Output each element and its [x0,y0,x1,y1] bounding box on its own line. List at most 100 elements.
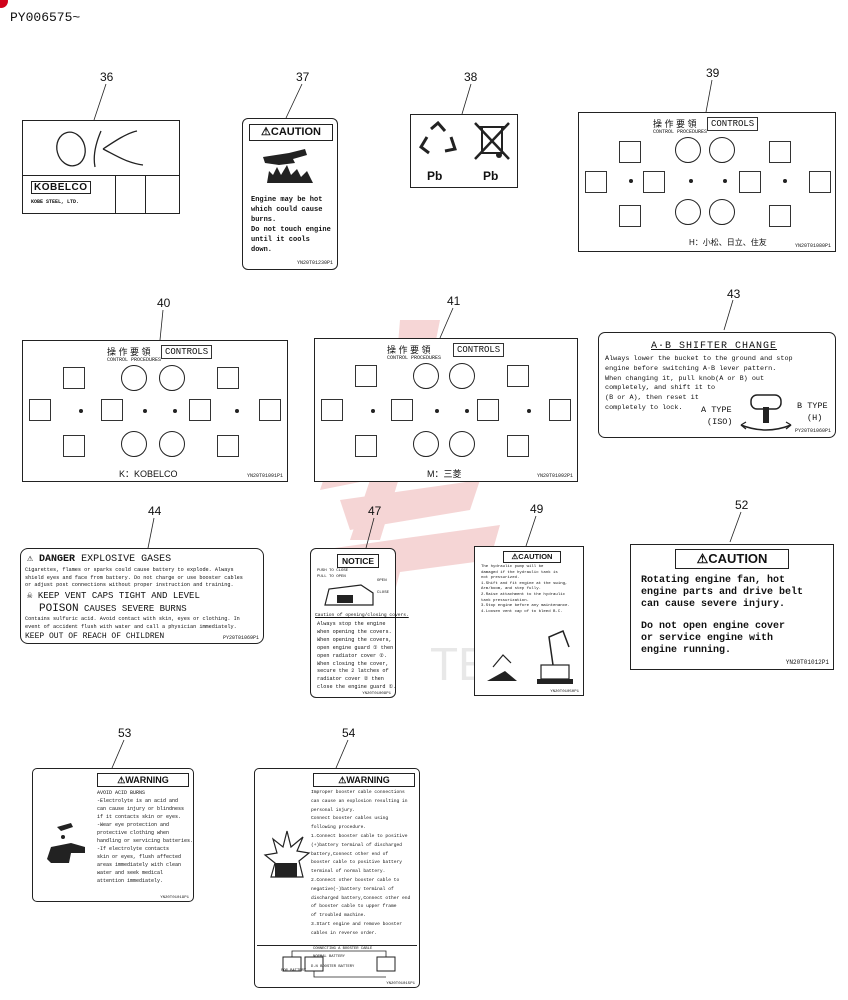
poison-line: POISON CAUSES SEVERE BURNS [39,603,187,615]
decal-44: ⚠ DANGER EXPLOSIVE GASES Cigarettes, fla… [20,548,264,644]
pull-label: PULL TO OPEN [317,575,346,579]
part-number: YN20T01092P1 [536,473,573,479]
d47-subtitle: Caution of opening/closing covers. [315,613,409,618]
header-code: PY006575~ [10,10,81,25]
warning-triangle-icon: ⚠ [261,126,271,138]
decal-54: ⚠WARNING Improper booster cable connecti… [254,768,420,988]
d54-text: Improper booster cable connections can c… [311,790,411,936]
diag-title: CONNECTING A BOOSTER CABLE [313,947,373,951]
decal-43: A·B SHIFTER CHANGE Always lower the buck… [598,332,836,438]
decal-37: ⚠CAUTION Engine may be hot which could c… [242,118,338,270]
control-procedures: CONTROL PROCEDURES [653,129,708,135]
warning-triangle-icon: ⚠ [117,775,126,785]
explosion-icon [263,830,311,878]
callout-52: 52 [735,498,749,512]
d43-text: Always lower the bucket to the ground an… [605,355,793,412]
warning-triangle-icon: ⚠ [338,775,347,785]
control-procedures: CONTROL PROCEDURES [107,357,162,363]
battery-diagram-icon [282,950,396,978]
danger-title: ⚠ DANGER EXPLOSIVE GASES [27,554,172,565]
callout-40: 40 [157,296,171,310]
pb-left: Pb [427,169,443,183]
ok-script-logo [56,130,144,168]
d44-p1: Cigarettes, flames or sparks could cause… [25,567,243,589]
warning-header: ⚠WARNING [97,773,189,787]
warning-triangle-icon: ⚠ [27,554,34,565]
callout-37: 37 [296,70,310,84]
kanji-title: 操 作 要 領 [653,119,697,129]
recycle-icon [419,121,457,155]
decal-52: ⚠CAUTION Rotating engine fan, hot engine… [630,544,834,670]
d52-l1: Rotating engine fan, hot engine parts an… [641,575,804,610]
shifter-knob-icon [740,394,792,431]
close-label: CLOSE [377,591,390,595]
pattern-label: H：小松、日立、住友 [689,238,767,247]
keep-vent: ☠ KEEP VENT CAPS TIGHT AND LEVEL [27,591,200,601]
d52-l2: Do not open engine cover or service engi… [641,621,786,656]
callout-53: 53 [118,726,132,740]
b-type: B TYPE [797,401,828,411]
part-number: YN20T01015P1 [386,982,415,986]
controls-title: CONTROLS [707,117,759,131]
part-number: YN20T01050P1 [550,690,579,694]
push-label: PUSH TO CLOSE [317,569,349,573]
callout-44: 44 [148,504,162,518]
warning-triangle-icon: ⚠ [511,552,519,561]
decal-41: 操 作 要 領 CONTROLS CONTROL PROCEDURES M：三菱… [314,338,578,482]
controls-title: CONTROLS [161,345,213,359]
decal-39: 操 作 要 領 CONTROLS CONTROL PROCEDURES H：小松… [578,112,836,252]
warning-header: ⚠WARNING [313,773,415,787]
decal-47: NOTICE PUSH TO CLOSE PULL TO OPEN OPEN C… [310,548,409,698]
caution-header: ⚠CAUTION [249,124,333,141]
callout-43: 43 [727,287,741,301]
pattern-label: M：三菱 [427,469,462,479]
excavator-diagram-icon [487,630,573,684]
decal-49: ⚠CAUTION The hydraulic pump will be dama… [474,546,584,696]
part-number: PY20T01060P1 [794,428,831,434]
part-number: YN20T01091P1 [246,473,283,479]
controls-title: CONTROLS [453,343,505,357]
callout-38: 38 [464,70,478,84]
shifter-title: A·B SHIFTER CHANGE [651,341,778,352]
open-label: OPEN [377,579,387,583]
kanji-title: 操 作 要 領 [387,345,431,355]
decal-53: ⚠WARNING AVOID ACID BURNS -Electrolyte i… [32,768,194,902]
part-number: YN20T01230P1 [296,260,333,266]
decal-36: KOBELCO KOBE STEEL, LTD. [22,120,180,214]
caution-header: ⚠CAUTION [503,551,561,563]
callout-39: 39 [706,66,720,80]
d49-text: The hydraulic pump will be damaged if th… [481,565,570,614]
a-type: A TYPE [701,405,732,415]
d44-p2: Contains sulfuric acid. Avoid contact wi… [25,616,240,630]
a-type-sub: (ISO) [707,417,733,427]
kanji-title: 操 作 要 領 [107,347,151,357]
callout-41: 41 [447,294,461,308]
decal-40: 操 作 要 領 CONTROLS CONTROL PROCEDURES K：KO… [22,340,288,482]
crossed-bin-icon [474,122,510,160]
skull-icon: ☠ [27,591,33,601]
engine-cover-icon [324,584,374,606]
acid-burn-hand-icon [47,823,85,863]
part-number: YN20T01080P1 [794,243,831,249]
kobelco-brand: KOBELCO [31,181,91,194]
pattern-label: K：KOBELCO [119,469,178,479]
part-number: YN20T01009P1 [362,692,391,696]
callout-47: 47 [368,504,382,518]
part-number: YN20T01019P1 [160,896,189,900]
decal-38: Pb Pb [410,114,518,188]
callout-36: 36 [100,70,114,84]
b-type-sub: (H) [807,413,823,423]
notice-header: NOTICE [337,554,379,568]
callout-49: 49 [530,502,544,516]
diag-booster: D-N BOOSTER BATTERY [311,965,355,969]
warning-triangle-icon: ⚠ [696,551,709,566]
d53-text: AVOID ACID BURNS -Electrolyte is an acid… [97,790,194,884]
d47-text: Always stop the engine when opening the … [317,621,397,691]
corner-marker-icon [0,0,8,8]
control-procedures: CONTROL PROCEDURES [387,355,442,361]
diag-normal: NORMAL BATTERY [313,955,345,959]
caution-header: ⚠CAUTION [675,549,789,569]
part-number: YN20T01012P1 [785,659,829,666]
pb-right: Pb [483,169,499,183]
